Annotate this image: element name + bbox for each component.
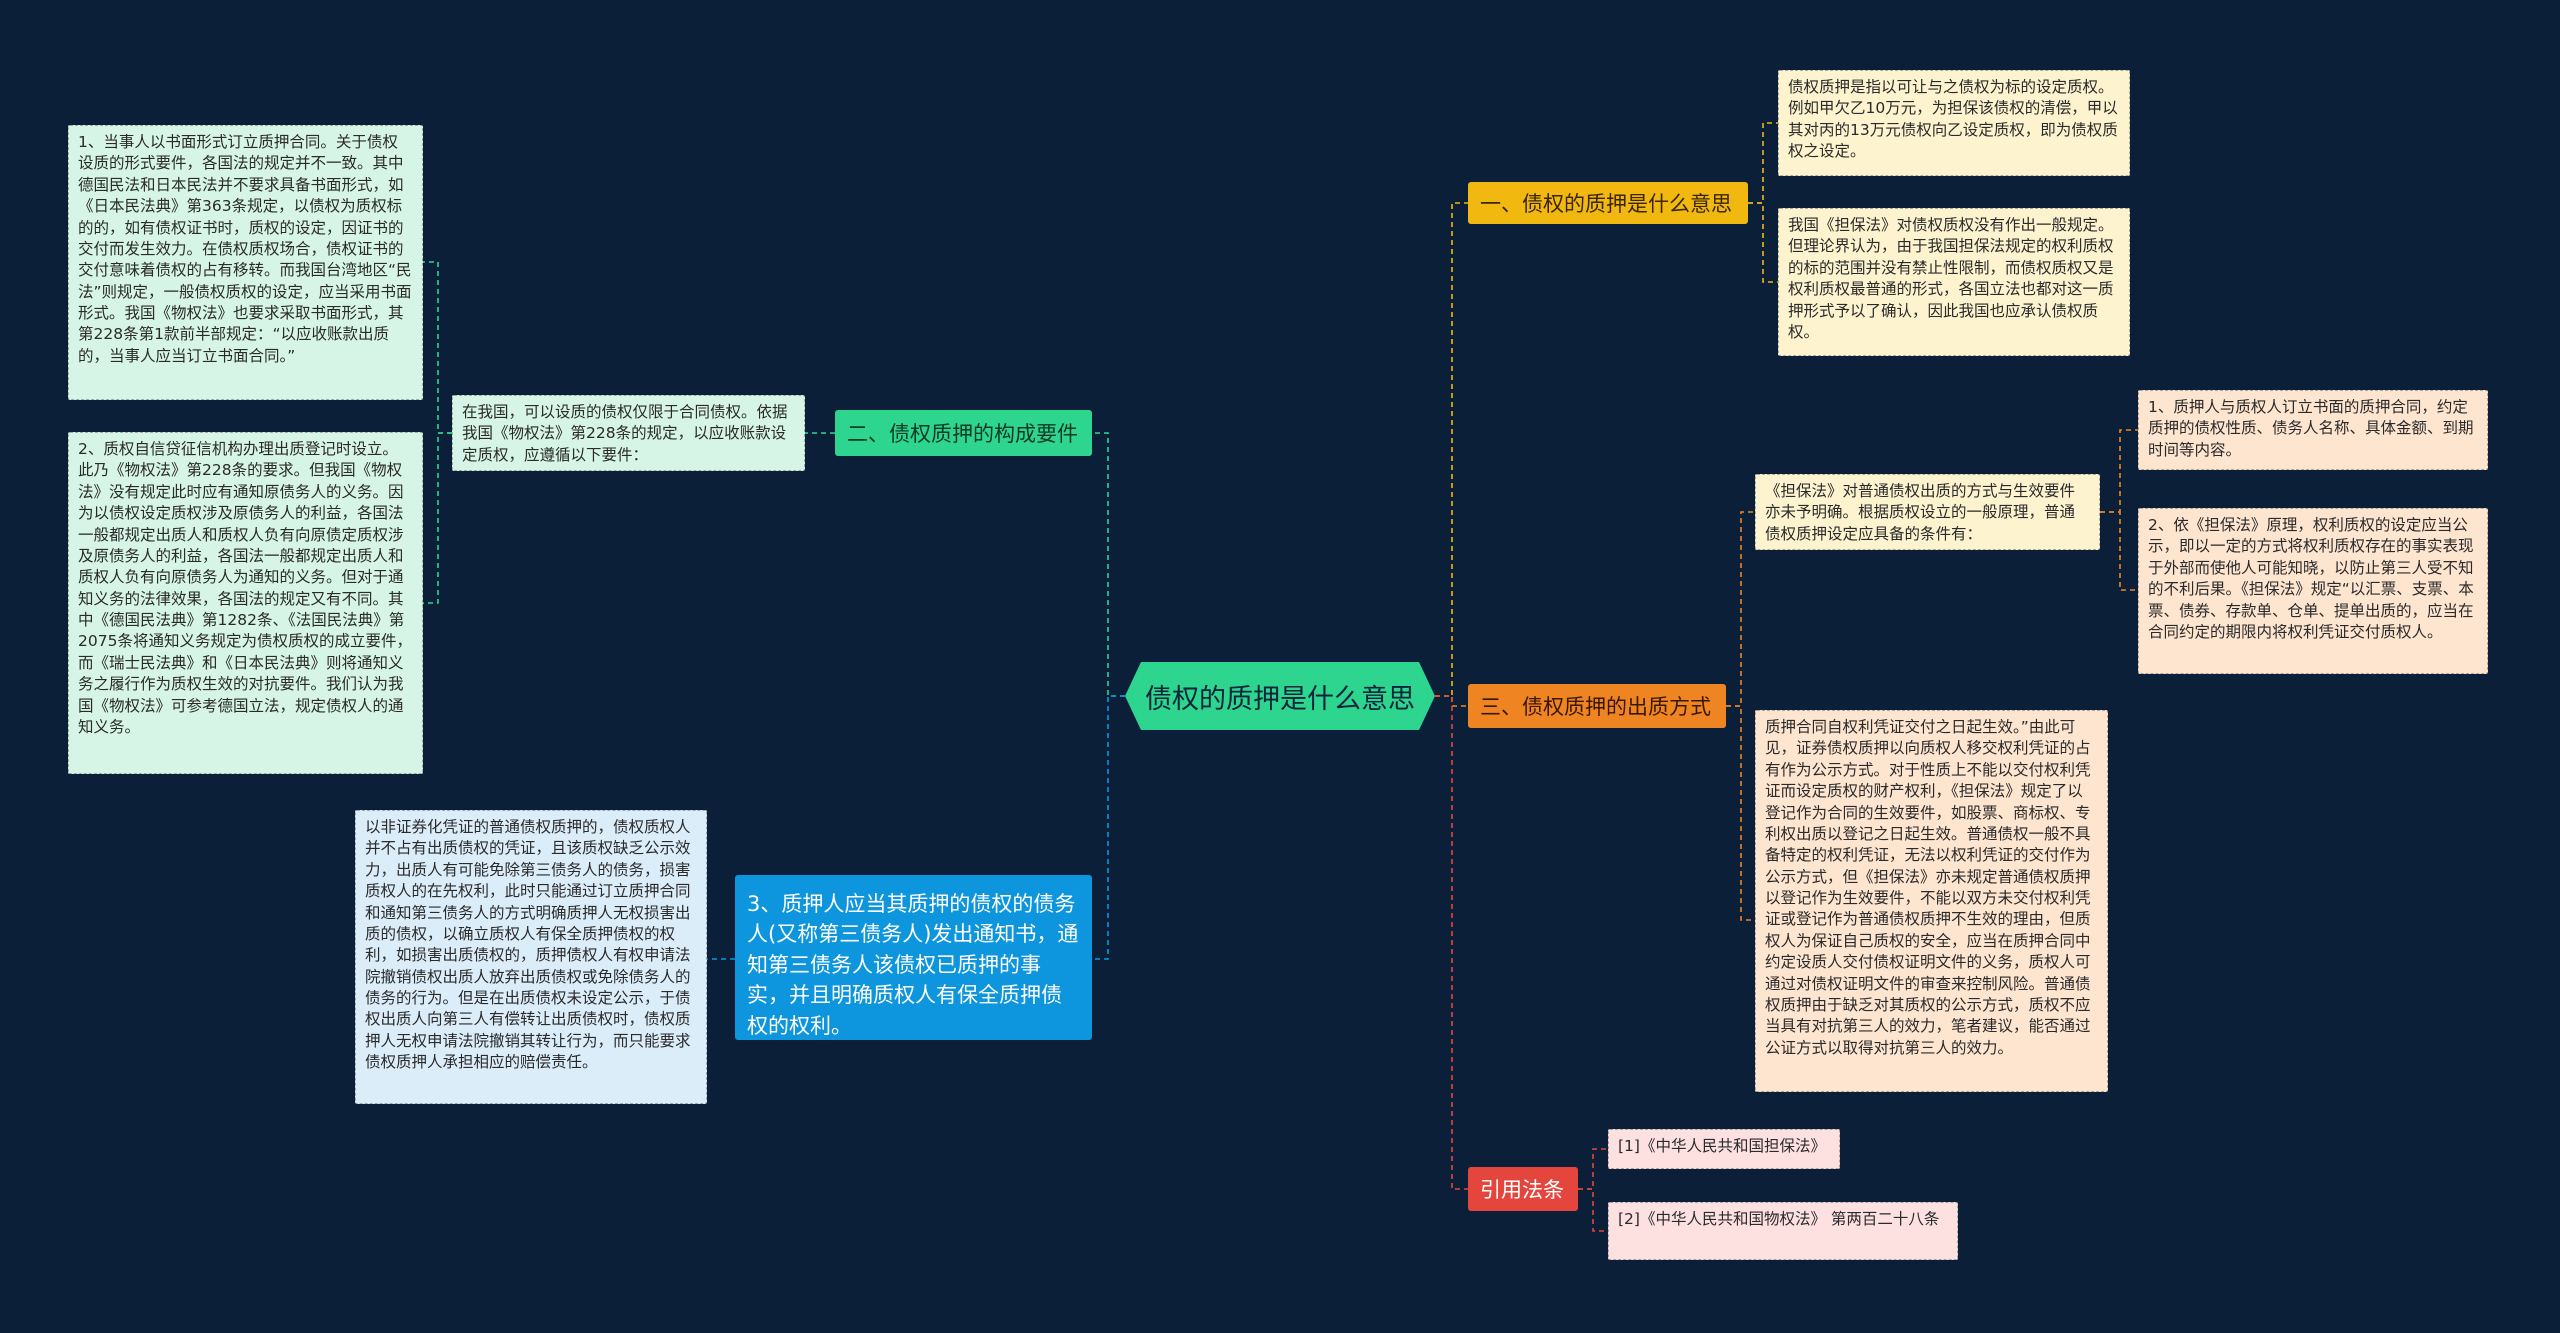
link-center-meaning	[1435, 202, 1468, 697]
branch-refs-label: 引用法条	[1480, 1178, 1564, 1202]
link-refs-item1	[1578, 1148, 1608, 1190]
link-center-elements	[1092, 432, 1125, 697]
link-meaning-leaf2	[1748, 202, 1778, 283]
branch-method-label: 三、债权质押的出质方式	[1480, 695, 1711, 719]
link-meaning-leaf1	[1748, 122, 1778, 204]
link-summary-cond2	[2100, 511, 2138, 591]
meaning-theory-note[interactable]: 我国《担保法》对债权质权没有作出一般规定。但理论界认为，由于我国担保法规定的权利…	[1778, 208, 2130, 356]
branch-notice[interactable]: 3、质押人应当其质押的债权的债务人(又称第三债务人)发出通知书，通知第三债务人该…	[735, 875, 1092, 1040]
elements-summary-note[interactable]: 在我国，可以设质的债权仅限于合同债权。依据我国《物权法》第228条的规定，以应收…	[452, 395, 805, 471]
ref-guarantee-law[interactable]: [1]《中华人民共和国担保法》	[1608, 1129, 1840, 1169]
link-center-refs	[1435, 695, 1468, 1190]
link-summary-cond1	[2100, 429, 2138, 513]
link-refs-item2	[1578, 1188, 1608, 1232]
branch-method[interactable]: 三、债权质押的出质方式	[1468, 684, 1726, 728]
central-topic-label: 债权的质押是什么意思	[1145, 683, 1415, 715]
link-summary-leaf1	[423, 261, 452, 434]
branch-meaning-label: 一、债权的质押是什么意思	[1480, 192, 1732, 216]
elements-written-contract-note[interactable]: 1、当事人以书面形式订立质押合同。关于债权设质的形式要件，各国法的规定并不一致。…	[68, 125, 423, 400]
branch-notice-label: 3、质押人应当其质押的债权的债务人(又称第三债务人)发出通知书，通知第三债务人该…	[747, 892, 1079, 1038]
central-topic[interactable]: 债权的质押是什么意思	[1125, 662, 1435, 730]
link-center-notice	[1092, 695, 1125, 960]
ref-property-law[interactable]: [2]《中华人民共和国物权法》 第两百二十八条	[1608, 1202, 1958, 1260]
branch-elements[interactable]: 二、债权质押的构成要件	[835, 410, 1092, 456]
link-method-summary	[1726, 511, 1755, 707]
method-summary-note[interactable]: 《担保法》对普通债权出质的方式与生效要件亦未予明确。根据质权设立的一般原理，普通…	[1755, 474, 2100, 550]
method-detail-note[interactable]: 质押合同自权利凭证交付之日起生效。”由此可见，证券债权质押以向质权人移交权利凭证…	[1755, 710, 2108, 1092]
link-method-detail	[1726, 705, 1755, 921]
method-condition-contract-note[interactable]: 1、质押人与质权人订立书面的质押合同，约定质押的债权性质、债务人名称、具体金额、…	[2138, 390, 2488, 470]
branch-meaning[interactable]: 一、债权的质押是什么意思	[1468, 182, 1748, 224]
link-summary-leaf2	[423, 432, 452, 604]
branch-elements-label: 二、债权质押的构成要件	[847, 422, 1078, 446]
notice-detail-note[interactable]: 以非证券化凭证的普通债权质押的，债权质权人并不占有出质债权的凭证，且该质权缺乏公…	[355, 810, 707, 1104]
meaning-definition-note[interactable]: 债权质押是指以可让与之债权为标的设定质权。例如甲欠乙10万元，为担保该债权的清偿…	[1778, 70, 2130, 176]
branch-refs[interactable]: 引用法条	[1468, 1167, 1578, 1211]
method-condition-publicity-note[interactable]: 2、依《担保法》原理，权利质权的设定应当公示，即以一定的方式将权利质权存在的事实…	[2138, 508, 2488, 674]
elements-registration-note[interactable]: 2、质权自信贷征信机构办理出质登记时设立。此乃《物权法》第228条的要求。但我国…	[68, 432, 423, 774]
